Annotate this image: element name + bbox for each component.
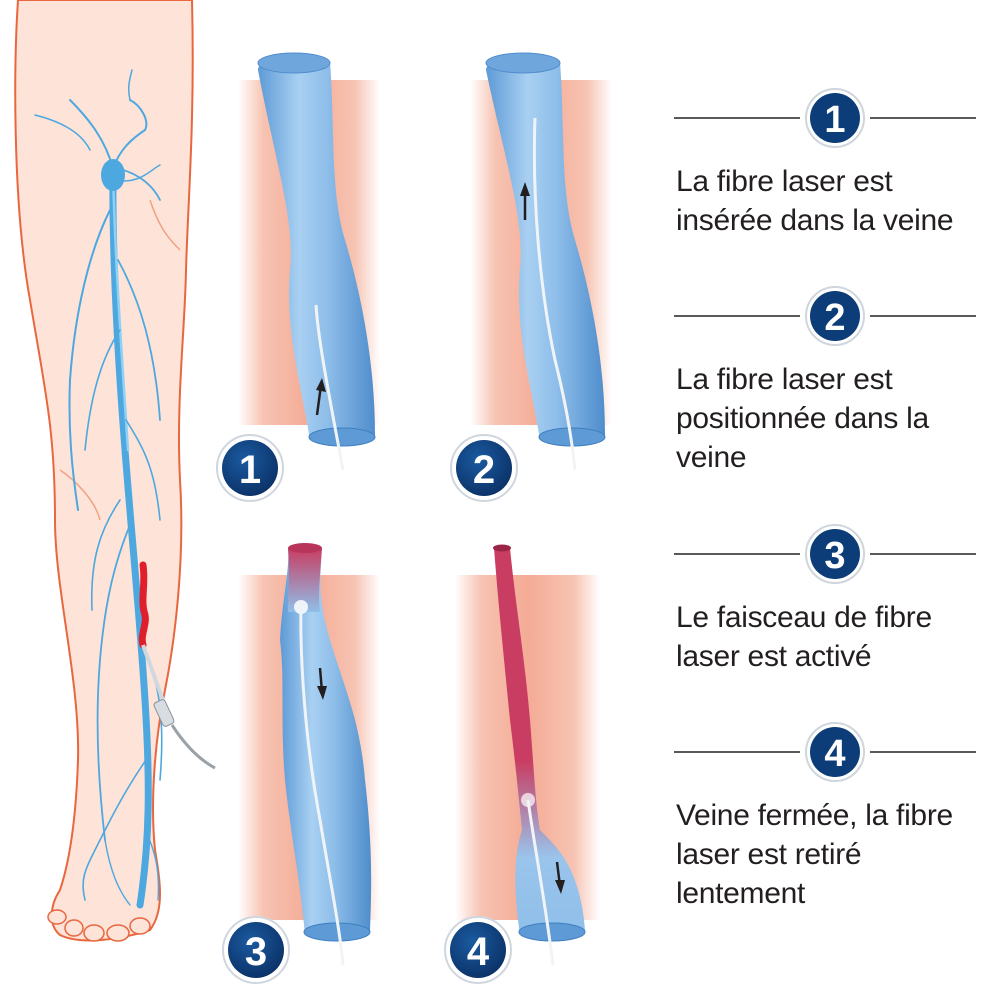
panel-step-2: 2 [450, 52, 612, 502]
step-2-badge: 2 [805, 286, 865, 346]
laser-fiber [526, 799, 555, 966]
step-3-number: 3 [824, 535, 845, 577]
toes [47, 909, 151, 942]
saphenous-vein [34, 69, 163, 909]
leg-illustration [14, 0, 216, 942]
divider-right [870, 117, 976, 119]
divider-left [674, 553, 800, 555]
step-1-badge: 1 [805, 88, 865, 148]
step-3-text: Le faisceau de fibre laser est activé [676, 601, 932, 673]
step-2-text: La fibre laser est positionnée dans la v… [676, 363, 929, 474]
vein-tube [280, 548, 372, 935]
laser-fiber [314, 304, 345, 471]
step-4-number: 4 [824, 733, 845, 775]
heated-vein-top [288, 548, 322, 612]
badge-2: 2 [450, 434, 518, 502]
panel-step-3: 3 [222, 543, 380, 984]
closed-vein-tube [494, 548, 585, 935]
badge-4: 4 [444, 916, 512, 984]
step-1-number: 1 [824, 99, 845, 141]
step-4-text: Veine fermée, la fibre laser est retiré … [676, 799, 953, 910]
badge-2-number: 2 [473, 448, 495, 492]
badge-1-number: 1 [239, 448, 261, 492]
laser-treated-segment [138, 561, 149, 649]
divider-left [674, 315, 800, 317]
catheter-insertion [141, 644, 216, 770]
divider-left [674, 751, 800, 753]
knee-contour [59, 469, 101, 521]
vein-tube [486, 55, 605, 440]
badge-3-number: 3 [245, 930, 267, 974]
divider-right [870, 315, 976, 317]
badge-4-number: 4 [467, 930, 490, 974]
leg-outline [14, 0, 194, 942]
divider-right [870, 751, 976, 753]
divider-right [870, 553, 976, 555]
step-1-text: La fibre laser est insérée dans la veine [676, 165, 954, 237]
laser-fiber [299, 606, 345, 966]
step-4-badge: 4 [805, 722, 865, 782]
badge-3: 3 [222, 916, 290, 984]
panel-step-1: 1 [216, 52, 380, 502]
step-3-badge: 3 [805, 524, 865, 584]
divider-left [674, 117, 800, 119]
panel-step-4: 4 [444, 544, 600, 984]
vein-tube [258, 54, 375, 440]
step-2-number: 2 [824, 297, 845, 339]
badge-1: 1 [216, 434, 284, 502]
laser-fiber [532, 117, 577, 471]
